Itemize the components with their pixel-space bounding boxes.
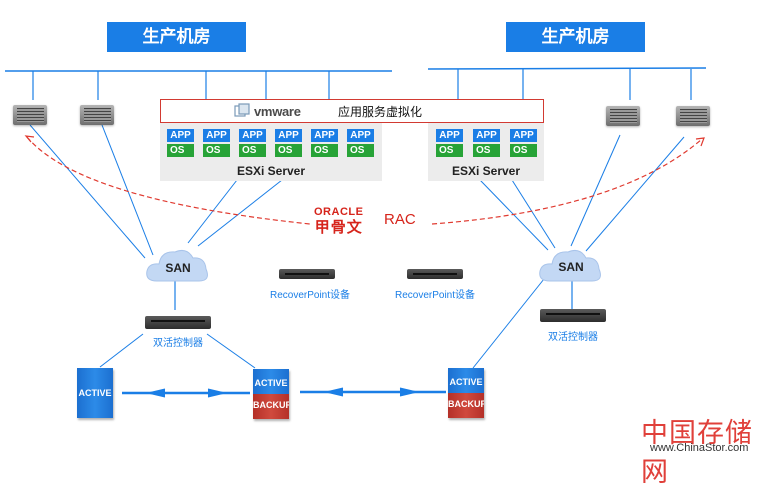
controller-label-right: 双活控制器 — [548, 332, 598, 343]
storage-array-left: ACTIVE — [77, 368, 113, 418]
controller-label-left: 双活控制器 — [153, 338, 203, 349]
vmware-brand: vmware — [234, 103, 301, 119]
vm-list-right: APP OS APP OS APP OS — [436, 129, 537, 157]
vm-tile: APP OS — [203, 129, 230, 157]
connection-lines — [5, 67, 707, 398]
app-label: APP — [275, 129, 302, 142]
san-label: SAN — [558, 260, 584, 274]
rac-arc-right — [431, 138, 703, 225]
virtualization-bar: vmware 应用服务虚拟化 — [160, 99, 544, 123]
san-cloud-left: SAN — [145, 245, 211, 283]
app-label: APP — [436, 129, 463, 142]
recoverpoint-label-left: RecoverPoint设备 — [269, 290, 351, 301]
vm-tile: APP OS — [275, 129, 302, 157]
active-label: ACTIVE — [448, 368, 484, 393]
room-header-left: 生产机房 — [107, 22, 246, 52]
virtualization-label: 应用服务虚拟化 — [338, 105, 423, 119]
watermark-url: www.ChinaStor.com — [650, 442, 749, 454]
app-label: APP — [167, 129, 194, 142]
rac-arc-left — [26, 136, 311, 225]
backup-label: BACKUP — [253, 394, 289, 419]
vm-tile: APP OS — [510, 129, 537, 157]
san-cloud-right: SAN — [538, 245, 604, 283]
os-label: OS — [203, 144, 230, 157]
active-label: ACTIVE — [253, 369, 289, 394]
esxi-label: ESXi Server — [451, 164, 521, 178]
app-label: APP — [473, 129, 500, 142]
app-label: APP — [203, 129, 230, 142]
os-label: OS — [167, 144, 194, 157]
storage-array-right: ACTIVE BACKUP — [448, 368, 484, 418]
os-label: OS — [311, 144, 338, 157]
cloud-icon — [539, 250, 601, 282]
vm-list-left: APP OS APP OS APP OS APP OS APP OS APP OS — [167, 129, 374, 157]
os-label: OS — [436, 144, 463, 157]
vmware-icon — [234, 103, 250, 117]
app-label: APP — [239, 129, 266, 142]
rac-label: RAC — [384, 211, 416, 228]
os-label: OS — [347, 144, 374, 157]
right-network-bus — [427, 67, 707, 70]
physical-server-icon — [80, 105, 114, 125]
app-label: APP — [510, 129, 537, 142]
san-label: SAN — [165, 261, 191, 275]
app-label: APP — [311, 129, 338, 142]
os-label: OS — [473, 144, 500, 157]
vm-tile: APP OS — [239, 129, 266, 157]
controller-device-icon — [145, 316, 211, 329]
recoverpoint-label-right: RecoverPoint设备 — [394, 290, 476, 301]
room-header-right: 生产机房 — [506, 22, 645, 52]
vm-tile: APP OS — [473, 129, 500, 157]
controller-device-icon — [540, 309, 606, 322]
vm-tile: APP OS — [167, 129, 194, 157]
vmware-logo: vmware — [254, 103, 301, 119]
vm-tile: APP OS — [347, 129, 374, 157]
recoverpoint-device-icon — [407, 269, 463, 279]
oracle-brand-cn: 甲骨文 — [314, 219, 363, 236]
os-label: OS — [510, 144, 537, 157]
vm-tile: APP OS — [436, 129, 463, 157]
physical-server-icon — [13, 105, 47, 125]
oracle-logo: ORACLE 甲骨文 — [314, 206, 363, 237]
physical-server-icon — [606, 106, 640, 126]
cloud-icon — [146, 250, 208, 282]
esxi-server-right: APP OS APP OS APP OS ESXi Server — [428, 123, 544, 181]
app-label: APP — [347, 129, 374, 142]
oracle-brand: ORACLE — [314, 206, 364, 218]
os-label: OS — [239, 144, 266, 157]
physical-server-icon — [676, 106, 710, 126]
vm-tile: APP OS — [311, 129, 338, 157]
recoverpoint-device-icon — [279, 269, 335, 279]
storage-array-middle: ACTIVE BACKUP — [253, 369, 289, 419]
os-label: OS — [275, 144, 302, 157]
esxi-server-left: APP OS APP OS APP OS APP OS APP OS APP OS ESXi… — [160, 123, 382, 181]
esxi-label: ESXi Server — [236, 164, 306, 178]
backup-label: BACKUP — [448, 393, 484, 418]
active-label: ACTIVE — [77, 368, 113, 418]
